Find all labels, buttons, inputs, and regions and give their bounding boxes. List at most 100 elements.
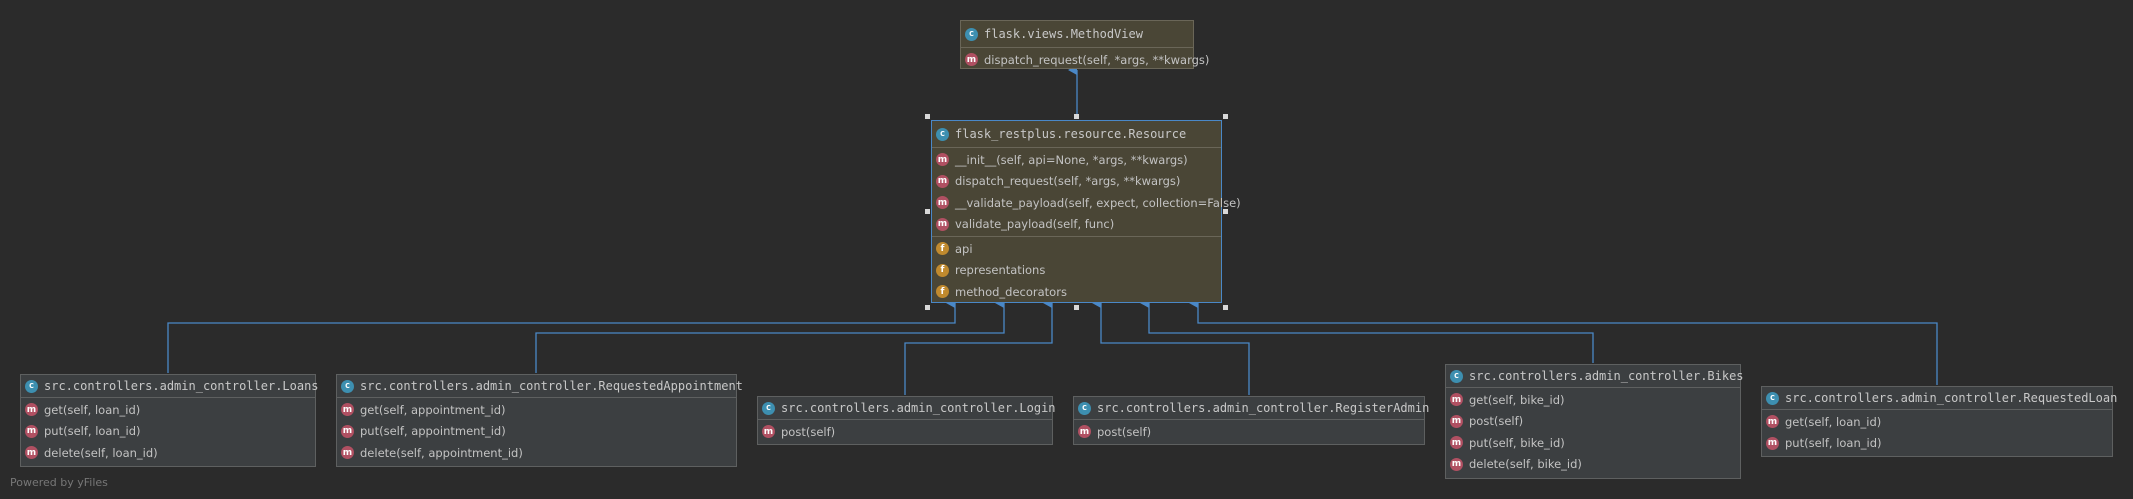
selection-handle[interactable] bbox=[1074, 114, 1079, 119]
method-signature: __init__(self, api=None, *args, **kwargs… bbox=[955, 152, 1188, 167]
method-icon: m bbox=[25, 403, 38, 417]
method-signature: __validate_payload(self, expect, collect… bbox=[955, 195, 1241, 210]
edge-requestedloan-to-resource bbox=[1189, 298, 1938, 385]
class-name: src.controllers.admin_controller.Registe… bbox=[1097, 401, 1430, 415]
method-row: m post(self) bbox=[1074, 421, 1424, 443]
methods-section: m post(self) bbox=[758, 420, 1052, 444]
methods-section: m get(self, appointment_id) m put(self, ap… bbox=[337, 398, 736, 465]
method-icon: m bbox=[1766, 436, 1779, 450]
method-icon: m bbox=[25, 446, 38, 460]
method-icon: m bbox=[1078, 425, 1091, 439]
class-name: src.controllers.admin_controller.Login bbox=[781, 401, 1056, 415]
method-signature: dispatch_request(self, *args, **kwargs) bbox=[984, 52, 1210, 67]
selection-handle[interactable] bbox=[1223, 305, 1228, 310]
method-icon: m bbox=[936, 153, 949, 167]
field-row: f representations bbox=[932, 260, 1221, 282]
method-signature: get(self, appointment_id) bbox=[360, 402, 506, 417]
edge-requestedappointment-to-resource bbox=[535, 298, 1005, 373]
field-icon: f bbox=[936, 285, 949, 299]
class-name: src.controllers.admin_controller.Bikes bbox=[1469, 369, 1744, 383]
class-header: c src.controllers.admin_controller.Bikes bbox=[1446, 365, 1744, 388]
class-node-method-view[interactable]: c flask.views.MethodView m dispatch_reques… bbox=[960, 20, 1209, 72]
class-icon: c bbox=[341, 379, 354, 393]
method-row: m put(self, appointment_id) bbox=[337, 421, 736, 443]
methods-section: m __init__(self, api=None, *args, **kwarg… bbox=[932, 148, 1241, 237]
method-icon: m bbox=[1450, 393, 1463, 407]
class-header: c flask.views.MethodView bbox=[961, 21, 1193, 48]
class-icon: c bbox=[1450, 369, 1463, 383]
method-row: m get(self, loan_id) bbox=[1762, 411, 2112, 433]
edge-loans-to-resource bbox=[167, 298, 956, 373]
class-header: c src.controllers.admin_controller.Regist… bbox=[1074, 397, 1429, 420]
method-signature: post(self) bbox=[781, 424, 836, 439]
class-icon: c bbox=[1078, 401, 1091, 415]
field-name: representations bbox=[955, 263, 1046, 278]
method-icon: m bbox=[341, 403, 354, 417]
method-row: m __validate_payload(self, expect, collec… bbox=[932, 192, 1241, 214]
selection-handle[interactable] bbox=[1223, 209, 1228, 214]
field-icon: f bbox=[936, 263, 949, 277]
method-signature: put(self, bike_id) bbox=[1469, 435, 1565, 450]
method-row: m __init__(self, api=None, *args, **kwarg… bbox=[932, 149, 1221, 171]
edge-bikes-to-resource bbox=[1140, 298, 1594, 363]
method-icon: m bbox=[762, 425, 775, 439]
selection-handle[interactable] bbox=[1223, 114, 1228, 119]
edge-login-to-resource bbox=[904, 298, 1053, 395]
method-icon: m bbox=[25, 424, 38, 438]
class-name: src.controllers.admin_controller.Request… bbox=[1785, 391, 2118, 405]
method-signature: get(self, loan_id) bbox=[1785, 414, 1882, 429]
class-header: c flask_restplus.resource.Resource bbox=[932, 121, 1221, 148]
class-node-resource[interactable]: c flask_restplus.resource.Resource m __ini… bbox=[931, 120, 1241, 304]
method-signature: delete(self, appointment_id) bbox=[360, 445, 523, 460]
field-name: method_decorators bbox=[955, 284, 1067, 299]
class-name: src.controllers.admin_controller.Request… bbox=[360, 379, 743, 393]
class-header: c src.controllers.admin_controller.Reques… bbox=[337, 375, 743, 398]
class-name: flask.views.MethodView bbox=[984, 27, 1143, 41]
method-icon: m bbox=[1450, 457, 1463, 471]
selection-handle[interactable] bbox=[1074, 305, 1079, 310]
field-icon: f bbox=[936, 242, 949, 256]
method-icon: m bbox=[341, 424, 354, 438]
selection-handle[interactable] bbox=[925, 209, 930, 214]
class-name: flask_restplus.resource.Resource bbox=[955, 127, 1187, 141]
edge-registeradmin-to-resource bbox=[1092, 298, 1250, 395]
selection-handle[interactable] bbox=[925, 305, 930, 310]
methods-section: m dispatch_request(self, *args, **kwargs) bbox=[961, 48, 1209, 72]
methods-section: m get(self, loan_id) m put(self, loan_id) bbox=[1762, 410, 2112, 455]
method-signature: put(self, appointment_id) bbox=[360, 424, 506, 439]
class-node-requested-appointment[interactable]: c src.controllers.admin_controller.Reques… bbox=[336, 374, 743, 467]
method-signature: put(self, loan_id) bbox=[44, 424, 141, 439]
selection-handle[interactable] bbox=[925, 114, 930, 119]
method-icon: m bbox=[936, 196, 949, 210]
method-signature: put(self, loan_id) bbox=[1785, 436, 1882, 451]
method-icon: m bbox=[1766, 415, 1779, 429]
method-signature: post(self) bbox=[1469, 414, 1524, 429]
method-icon: m bbox=[936, 217, 949, 231]
class-name: src.controllers.admin_controller.Loans bbox=[44, 379, 319, 393]
class-node-register-admin[interactable]: c src.controllers.admin_controller.Regist… bbox=[1073, 396, 1429, 445]
class-icon: c bbox=[965, 27, 978, 41]
method-icon: m bbox=[965, 53, 978, 67]
method-signature: post(self) bbox=[1097, 424, 1152, 439]
method-row: m put(self, bike_id) bbox=[1446, 432, 1740, 454]
class-icon: c bbox=[936, 127, 949, 141]
method-signature: get(self, loan_id) bbox=[44, 402, 141, 417]
method-row: m put(self, loan_id) bbox=[1762, 433, 2112, 455]
methods-section: m post(self) bbox=[1074, 420, 1424, 444]
method-row: m post(self) bbox=[758, 421, 1052, 443]
method-icon: m bbox=[1450, 436, 1463, 450]
